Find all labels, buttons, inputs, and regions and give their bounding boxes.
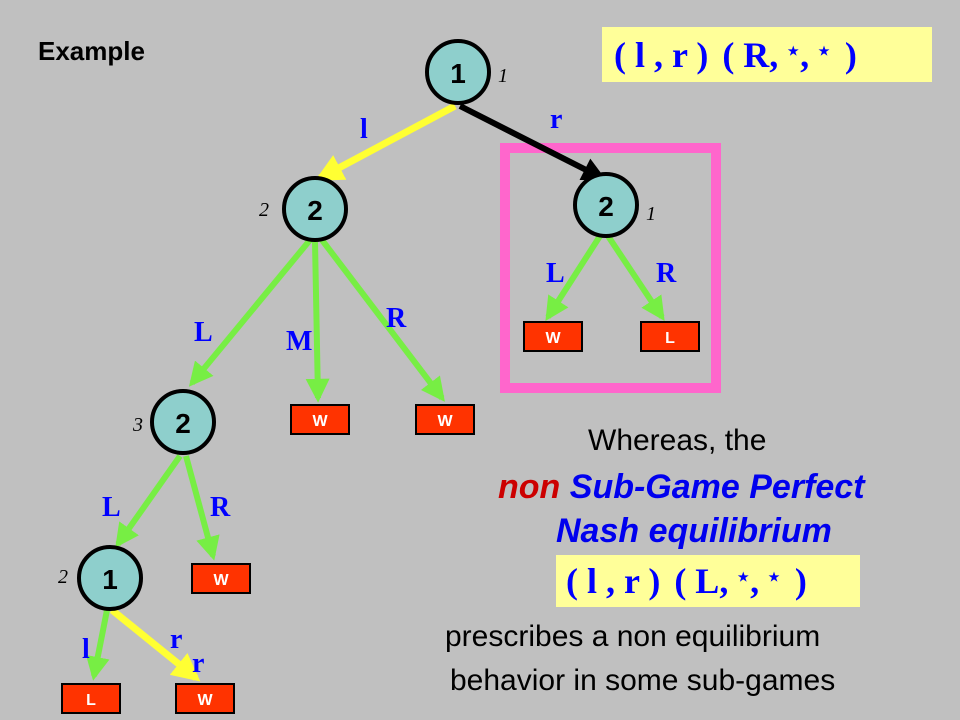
leaf-label: W bbox=[213, 572, 229, 589]
node-player2-right: 2 1 bbox=[573, 172, 656, 238]
edge-label-n5-r-b: r bbox=[192, 648, 204, 679]
star-icon: ⋆ bbox=[817, 37, 831, 63]
leaf-n2-M: W bbox=[290, 404, 350, 435]
edge-n2-R bbox=[319, 238, 445, 402]
text-nash: Nash equilibrium bbox=[556, 512, 832, 550]
node-label: 2 bbox=[598, 191, 614, 222]
node-label: 2 bbox=[175, 408, 191, 439]
edge-label-n3-L: L bbox=[546, 258, 565, 289]
edge-n3-L bbox=[545, 234, 603, 322]
node-root: 1 1 bbox=[425, 39, 508, 105]
edge-label-n2-L: L bbox=[194, 317, 213, 348]
strategy-box-spe: ( l , r ) ( R, ⋆ , ⋆ ) bbox=[602, 27, 932, 82]
strategy-player2-first: ( L, bbox=[674, 561, 729, 601]
node-info-label: 1 bbox=[498, 65, 508, 87]
leaf-n2-R: W bbox=[415, 404, 475, 435]
text-whereas: Whereas, the bbox=[588, 424, 767, 457]
leaf-label: W bbox=[197, 692, 213, 709]
edge-label-n4-R: R bbox=[210, 492, 231, 523]
node-info-label: 2 bbox=[58, 566, 68, 588]
node-info-label: 3 bbox=[132, 414, 143, 436]
edge-label-n2-R: R bbox=[386, 303, 407, 334]
strategy-close: ) bbox=[844, 34, 857, 75]
star-icon: ⋆ bbox=[767, 564, 781, 589]
strategy-sep: , bbox=[800, 34, 810, 75]
edge-n3-R bbox=[605, 234, 665, 321]
edge-label-n2-M: M bbox=[286, 326, 312, 357]
leaf-n4-R: W bbox=[191, 563, 251, 594]
text-prescribes: prescribes a non equilibrium bbox=[445, 620, 821, 653]
text-sgp: Sub-Game Perfect bbox=[569, 468, 865, 506]
node-label: 1 bbox=[450, 58, 466, 89]
edge-label-n3-R: R bbox=[656, 258, 677, 289]
strategy-player1: ( l , r ) bbox=[566, 561, 661, 601]
edge-n5-r bbox=[109, 607, 201, 682]
edge-n2-M bbox=[305, 241, 330, 403]
edge-label-root-r: r bbox=[550, 104, 562, 135]
subgame-box bbox=[500, 143, 721, 393]
node-label: 1 bbox=[102, 564, 118, 595]
strategy-close: ) bbox=[794, 561, 807, 601]
edge-label-n4-L: L bbox=[102, 492, 121, 523]
leaf-n3-L: W bbox=[523, 321, 583, 352]
edge-root-l bbox=[315, 102, 457, 182]
strategy-player2-first: ( R, bbox=[722, 34, 779, 75]
leaf-label: L bbox=[665, 330, 675, 347]
leaf-label: W bbox=[545, 330, 561, 347]
edge-n2-L bbox=[188, 238, 313, 387]
edge-label-n5-r-a: r bbox=[170, 624, 182, 655]
edge-root-r bbox=[458, 103, 607, 181]
edge-n5-l bbox=[85, 609, 110, 681]
text-non: non bbox=[498, 468, 561, 506]
leaf-n5-l: L bbox=[61, 683, 121, 714]
text-behavior: behavior in some sub-games bbox=[450, 664, 836, 697]
node-player2-lower: 2 3 bbox=[132, 389, 216, 455]
star-icon: ⋆ bbox=[786, 37, 801, 63]
leaf-label: L bbox=[86, 692, 96, 709]
edge-n4-L bbox=[115, 454, 183, 548]
strategy-sep: , bbox=[750, 561, 760, 601]
strategy-player1: ( l , r ) bbox=[614, 34, 709, 75]
leaf-label: W bbox=[312, 413, 328, 430]
edge-label-root-l: l bbox=[360, 114, 368, 145]
node-info-label: 1 bbox=[646, 203, 656, 225]
node-player1-lower: 1 2 bbox=[58, 545, 143, 611]
leaf-label: W bbox=[437, 413, 453, 430]
node-info-label: 2 bbox=[259, 199, 269, 221]
leaf-n3-R: L bbox=[640, 321, 700, 352]
node-label: 2 bbox=[307, 195, 323, 226]
edge-n4-R bbox=[183, 455, 220, 561]
node-player2-left: 2 2 bbox=[259, 176, 348, 242]
leaf-n5-r: W bbox=[175, 683, 235, 714]
slide-title: Example bbox=[38, 36, 145, 66]
star-icon: ⋆ bbox=[736, 564, 751, 589]
strategy-box-nash: ( l , r ) ( L, ⋆ , ⋆ ) bbox=[556, 555, 860, 607]
edge-label-n5-l: l bbox=[82, 634, 90, 665]
text-non-sgp: non Sub-Game Perfect bbox=[498, 468, 865, 507]
